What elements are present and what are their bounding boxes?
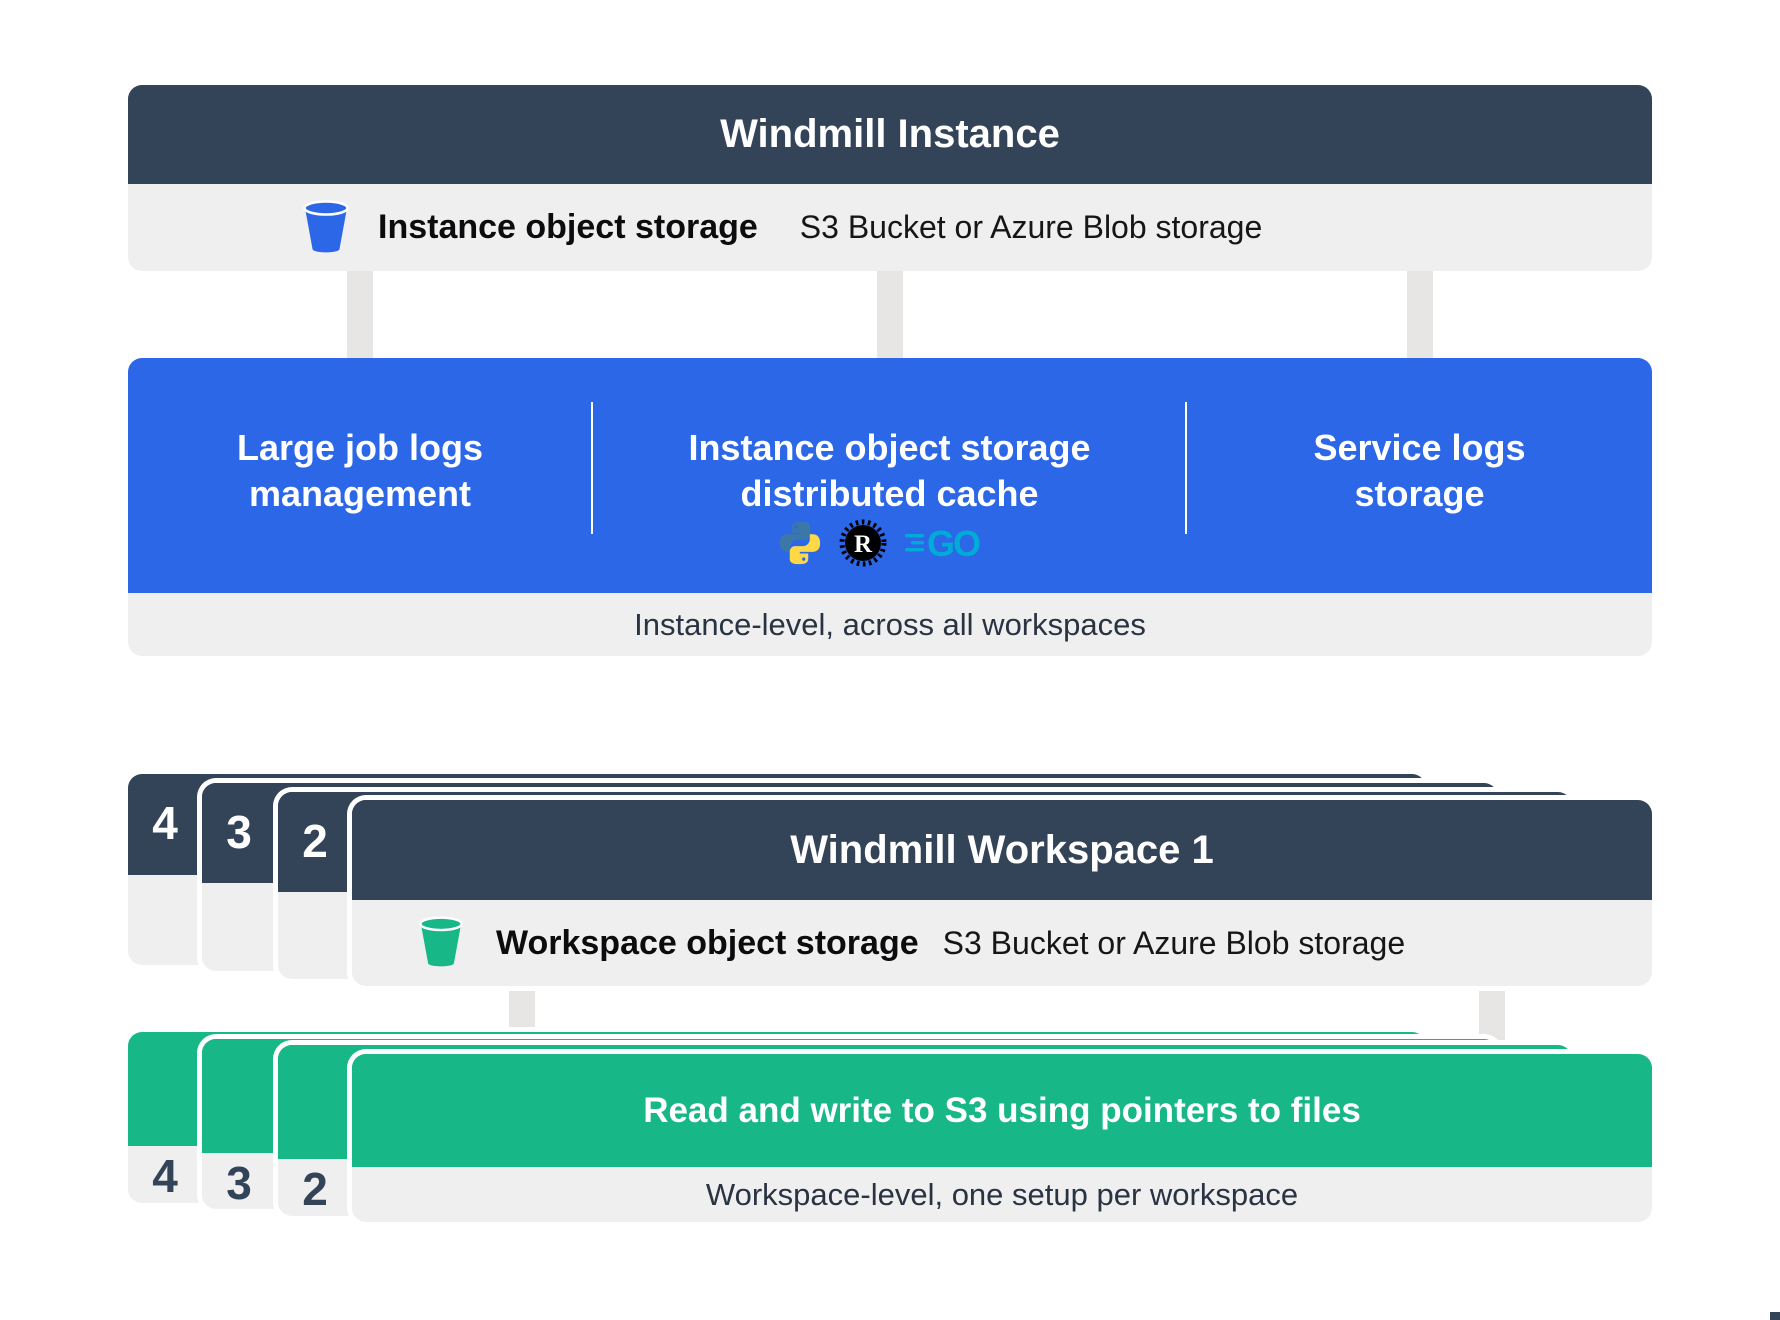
- bucket-icon: [419, 916, 463, 967]
- feature-3-line1: Service logs: [1313, 427, 1526, 468]
- workspace-storage-label: Workspace object storage: [496, 923, 919, 962]
- workspace-header: Windmill Workspace 1: [352, 800, 1652, 900]
- instance-storage-label: Instance object storage: [378, 208, 758, 246]
- storage-card-1: Read and write to S3 using pointers to f…: [352, 1054, 1652, 1222]
- bucket-icon: [303, 199, 349, 252]
- instance-header: Windmill Instance: [128, 85, 1652, 184]
- workspace-card-4-number: 4: [152, 797, 178, 849]
- storage-card-2-number: 2: [302, 1163, 328, 1215]
- instance-storage-bar: Instance object storage S3 Bucket or Azu…: [128, 184, 1652, 271]
- feature-2-line1: Instance object storage: [688, 427, 1091, 468]
- column-divider: [591, 402, 593, 534]
- workspace-storage-sublabel: S3 Bucket or Azure Blob storage: [942, 924, 1406, 961]
- workspace-title: Windmill Workspace 1: [790, 827, 1214, 872]
- storage-box-caption: Workspace-level, one setup per workspace: [705, 1176, 1299, 1212]
- rust-icon: R: [839, 519, 886, 567]
- instance-storage-sublabel: S3 Bucket or Azure Blob storage: [799, 209, 1263, 245]
- corner-mark: [1770, 1312, 1780, 1320]
- storage-card-4-number: 4: [152, 1150, 178, 1202]
- feature-1-line2: management: [248, 473, 472, 514]
- feature-3-line2: storage: [1354, 473, 1485, 514]
- feature-distributed-cache: Instance object storage distributed cach…: [592, 358, 1187, 593]
- language-logos: R GO: [592, 519, 1187, 567]
- python-icon: [779, 521, 820, 565]
- feature-1-line1: Large job logs: [236, 427, 484, 468]
- column-divider: [1185, 402, 1187, 534]
- workspace-storage-bar: Workspace object storage S3 Bucket or Az…: [352, 900, 1652, 986]
- storage-box-caption-bar: Workspace-level, one setup per workspace: [352, 1167, 1652, 1222]
- storage-box-title-bar: Read and write to S3 using pointers to f…: [352, 1054, 1652, 1167]
- feature-large-job-logs: Large job logs management: [128, 358, 592, 593]
- instance-caption-bar: Instance-level, across all workspaces: [128, 593, 1652, 656]
- storage-card-3-number: 3: [226, 1157, 252, 1209]
- workspace-card-1: Windmill Workspace 1 Workspace object st…: [352, 800, 1652, 986]
- svg-text:R: R: [853, 531, 872, 558]
- workspace-card-2-number: 2: [302, 815, 328, 867]
- instance-title: Windmill Instance: [720, 112, 1060, 156]
- instance-features-box: Large job logs management Instance objec…: [128, 358, 1652, 593]
- svg-text:GO: GO: [927, 523, 980, 563]
- workspace-card-3-number: 3: [226, 806, 252, 858]
- feature-service-logs: Service logs storage: [1187, 358, 1652, 593]
- feature-2-line2: distributed cache: [740, 473, 1039, 514]
- storage-box-title: Read and write to S3 using pointers to f…: [643, 1090, 1361, 1130]
- instance-caption: Instance-level, across all workspaces: [634, 606, 1146, 642]
- go-icon: GO: [904, 523, 982, 563]
